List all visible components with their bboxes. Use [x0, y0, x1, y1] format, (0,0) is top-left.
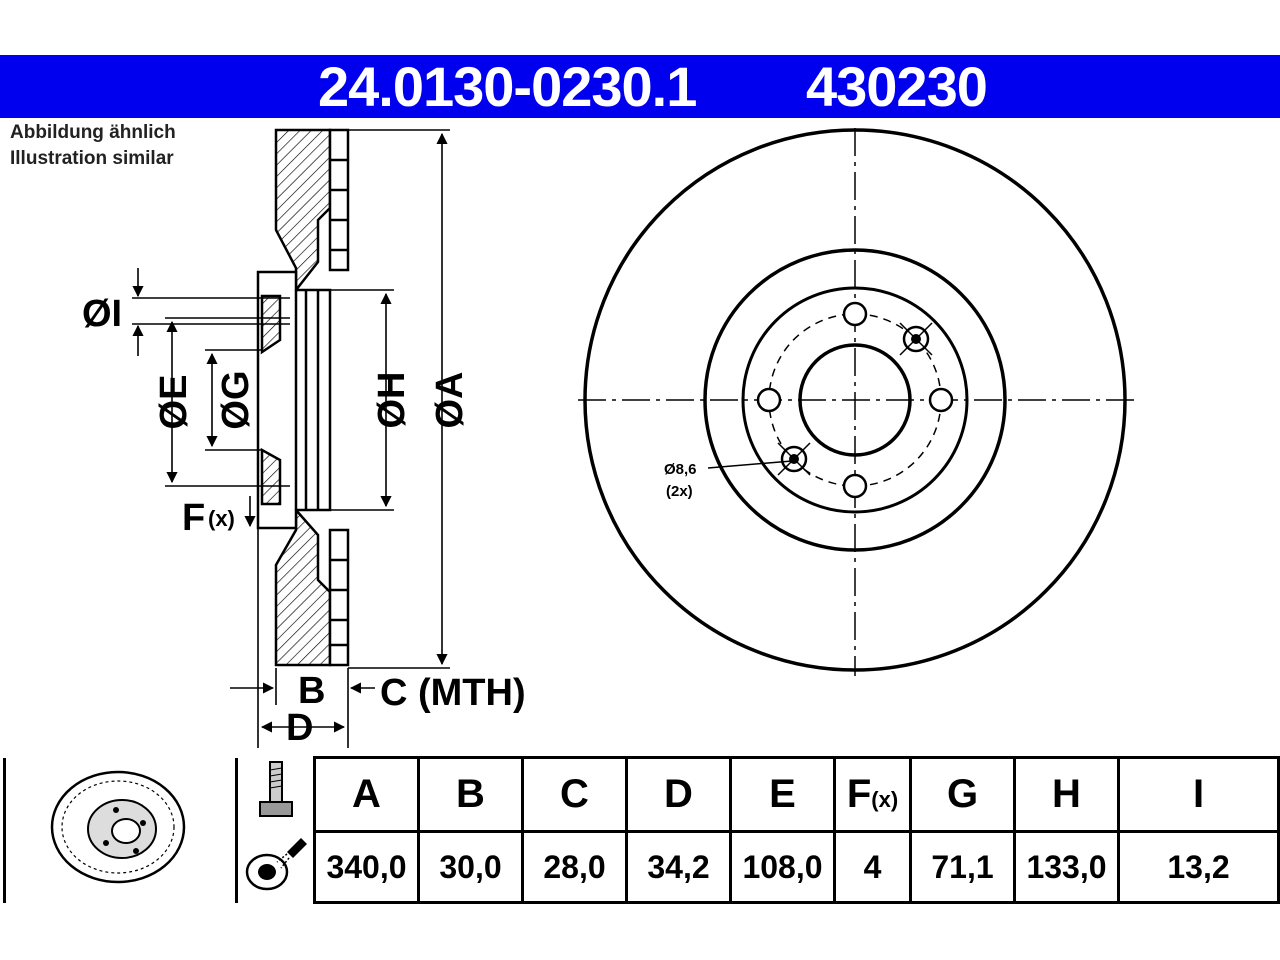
dim-label-c: C (MTH)	[380, 672, 526, 714]
note-line-de: Abbildung ähnlich	[10, 122, 176, 143]
front-view	[578, 128, 1135, 676]
col-header-d: D	[625, 756, 732, 833]
col-header-f-suffix: (x)	[871, 787, 899, 812]
hole-diameter-label: Ø8,6	[664, 461, 697, 478]
brake-disc-icon	[50, 770, 185, 884]
value-a: 340,0	[313, 830, 420, 904]
col-header-b: B	[417, 756, 524, 833]
dim-label-d: D	[286, 707, 313, 749]
grease-spray-icon	[245, 838, 307, 891]
dim-label-b: B	[298, 670, 325, 712]
value-h: 133,0	[1013, 830, 1120, 904]
col-header-g: G	[909, 756, 1016, 833]
note-line-en: Illustration similar	[10, 148, 174, 169]
part-number: 24.0130-0230.1	[318, 55, 697, 118]
side-dimensions	[132, 129, 450, 748]
col-header-e: E	[729, 756, 836, 833]
col-header-f: F(x)	[833, 756, 912, 833]
value-b: 30,0	[417, 830, 524, 904]
col-header-h: H	[1013, 756, 1120, 833]
grease-cell	[235, 831, 316, 903]
value-c: 28,0	[521, 830, 628, 904]
value-g: 71,1	[909, 830, 1016, 904]
dim-label-f: F	[182, 497, 205, 539]
dim-label-g: ØG	[215, 370, 257, 429]
dim-label-a: ØA	[429, 372, 471, 429]
value-f: 4	[833, 830, 912, 904]
value-d: 34,2	[625, 830, 732, 904]
bolt-icon	[258, 760, 293, 817]
col-header-i: I	[1117, 756, 1280, 833]
col-header-f-letter: F	[846, 772, 872, 816]
reference-number: 430230	[806, 55, 988, 118]
value-i: 13,2	[1117, 830, 1280, 904]
side-section-view	[256, 128, 350, 667]
value-e: 108,0	[729, 830, 836, 904]
bolt-cell	[235, 757, 316, 832]
dim-label-e: ØE	[153, 375, 195, 430]
dim-label-i: ØI	[82, 293, 122, 335]
hole-count-label: (2x)	[666, 483, 693, 500]
spec-table: A B C D E F(x) G H I 340,0 30,0 28,0 34,…	[3, 756, 1280, 904]
dim-label-h: ØH	[371, 372, 413, 429]
col-header-c: C	[521, 756, 628, 833]
col-header-a: A	[313, 756, 420, 833]
header-banner: 24.0130-0230.1 430230	[0, 55, 1280, 118]
disc-illustration-cell	[3, 757, 238, 903]
dim-label-f-suffix: (x)	[208, 506, 235, 531]
